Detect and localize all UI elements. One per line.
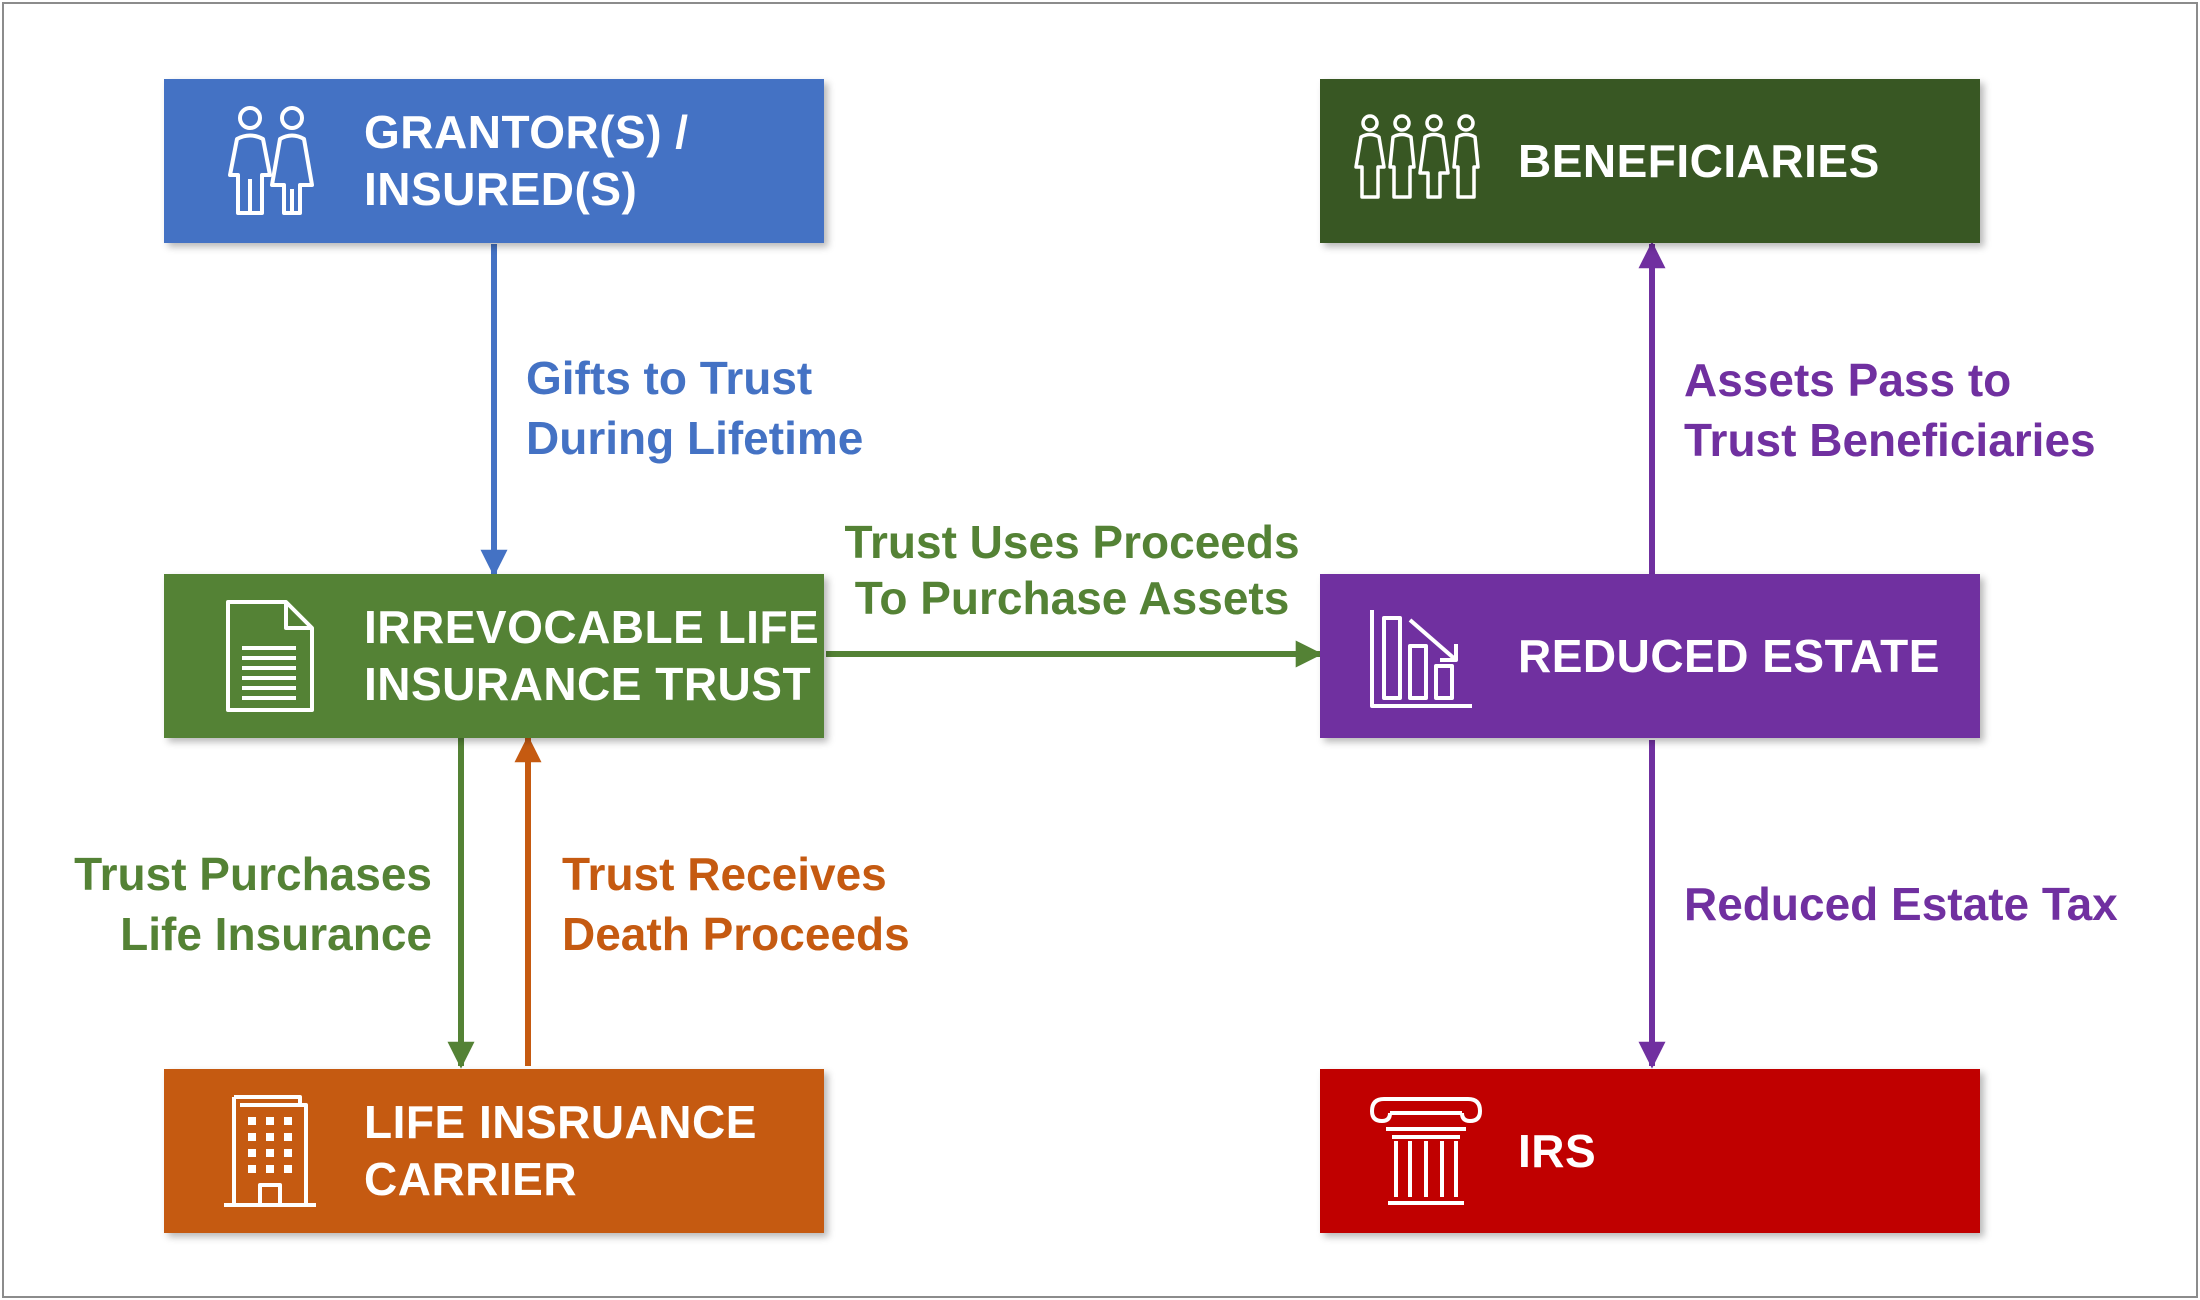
declining-bar-chart-icon: [1366, 596, 1486, 716]
node-grantor: GRANTOR(S) / INSURED(S): [164, 79, 824, 243]
node-carrier: LIFE INSRUANCE CARRIER: [164, 1069, 824, 1233]
edge-label-gifts: Gifts to Trust During Lifetime: [526, 352, 864, 464]
node-trust-label: IRREVOCABLE LIFE INSURANCE TRUST: [364, 601, 820, 710]
node-grantor-label: GRANTOR(S) / INSURED(S): [364, 106, 689, 215]
edge-label-uses-proceeds: Trust Uses Proceeds To Purchase Assets: [844, 516, 1300, 624]
edge-label-assets-pass: Assets Pass to Trust Beneficiaries: [1684, 354, 2096, 466]
edge-label-estate-tax: Reduced Estate Tax: [1684, 878, 2118, 930]
node-carrier-label: LIFE INSRUANCE CARRIER: [364, 1096, 757, 1205]
node-beneficiaries-label: BENEFICIARIES: [1518, 134, 1880, 187]
node-irs-label: IRS: [1518, 1124, 1597, 1177]
edge-label-receives: Trust Receives Death Proceeds: [562, 848, 910, 960]
connector-arrows: [447, 241, 1666, 1069]
document-icon: [210, 596, 330, 716]
edge-label-purchases: Trust Purchases Life Insurance: [74, 848, 432, 960]
node-beneficiaries: BENEFICIARIES: [1320, 79, 1980, 243]
couple-icon: [210, 101, 330, 221]
node-irs: IRS: [1320, 1069, 1980, 1233]
node-reduced-estate-label: REDUCED ESTATE: [1518, 629, 1940, 682]
node-trust: IRREVOCABLE LIFE INSURANCE TRUST: [164, 574, 824, 738]
group-of-people-icon: [1354, 101, 1480, 221]
node-reduced-estate: REDUCED ESTATE: [1320, 574, 1980, 738]
column-pillar-icon: [1366, 1091, 1486, 1211]
office-building-icon: [210, 1091, 330, 1211]
